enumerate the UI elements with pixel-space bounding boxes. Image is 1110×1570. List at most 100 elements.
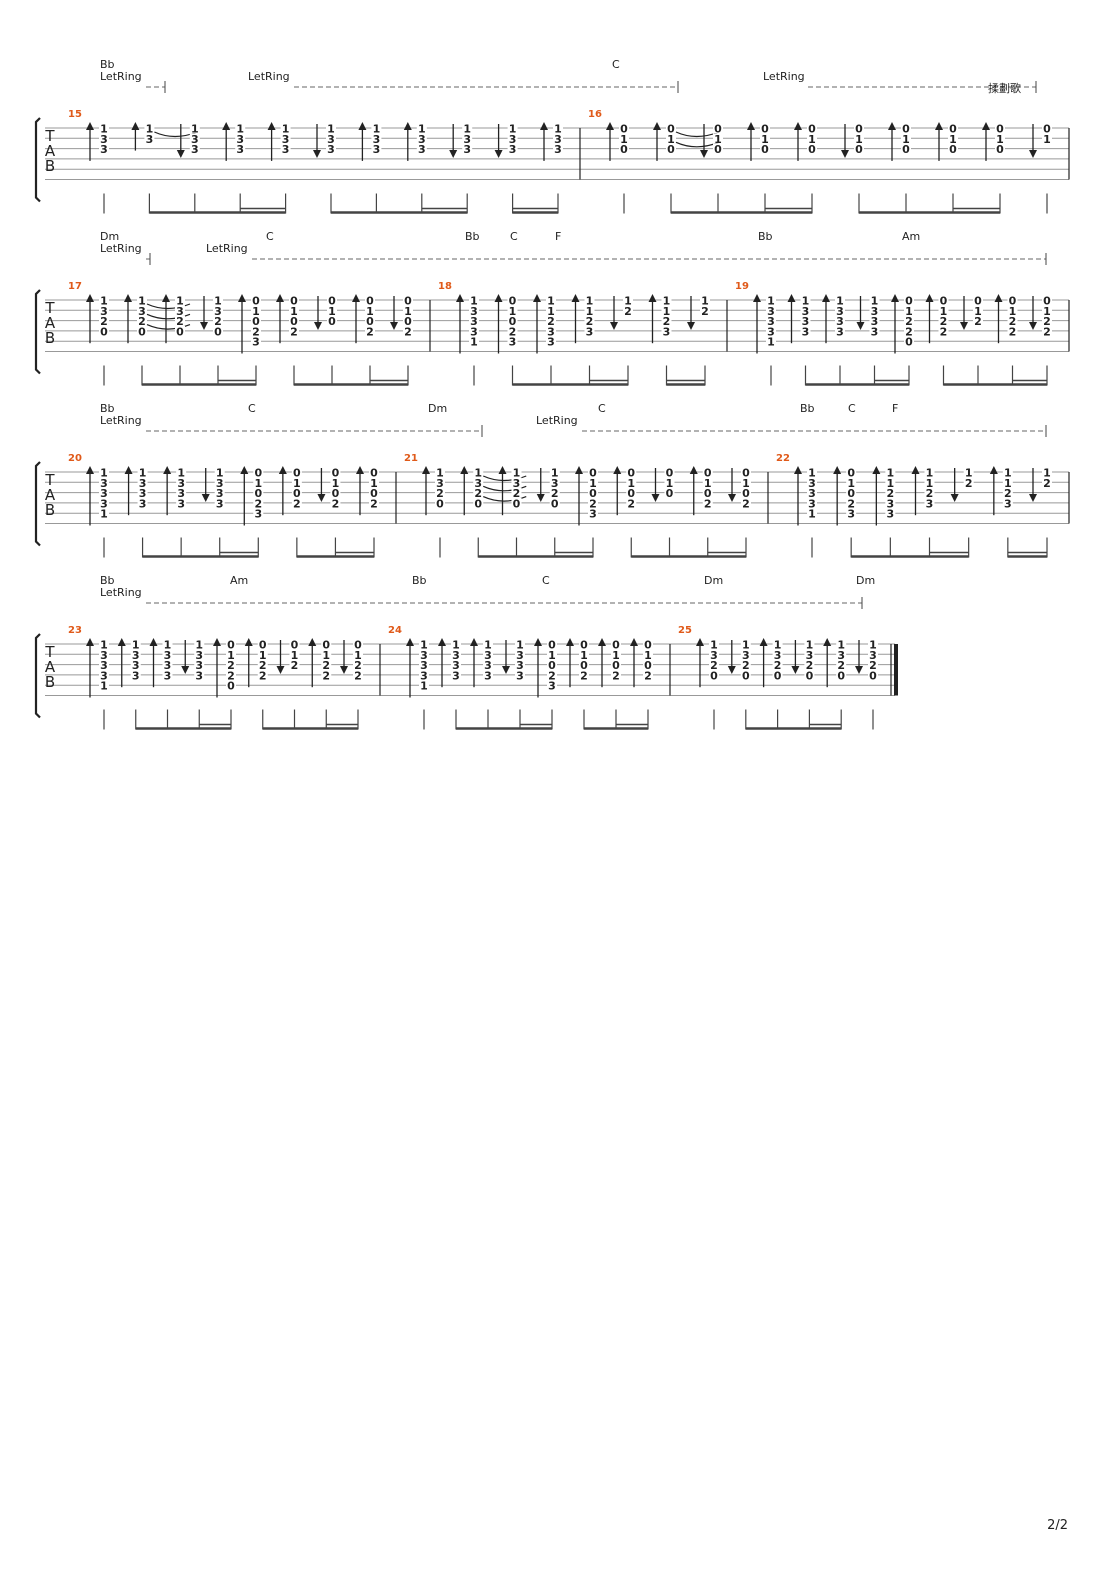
strum-up-arrow-head <box>470 638 478 646</box>
fret-bg <box>547 639 557 649</box>
fret-bg <box>948 133 958 144</box>
fret-number: 1 <box>742 639 750 652</box>
chord-name: Bb <box>412 574 427 587</box>
fret-bg <box>419 659 429 670</box>
fret-bg <box>189 133 200 144</box>
fret-number: 0 <box>252 295 260 308</box>
fret-number: 3 <box>195 669 203 682</box>
fret-bg <box>626 497 637 508</box>
fret-number: 3 <box>547 325 555 338</box>
fret-bg <box>948 123 958 133</box>
fret-bg <box>507 315 518 326</box>
fret-number: 2 <box>926 487 934 500</box>
fret-number: 1 <box>254 477 262 490</box>
fret-number: 3 <box>420 659 428 672</box>
fret-bg <box>766 305 776 316</box>
strum-up-arrow-head <box>406 638 414 646</box>
fret-bg <box>584 295 595 305</box>
fret-bg <box>321 639 332 649</box>
fret-bg <box>1002 467 1013 477</box>
fret-bg <box>235 143 246 154</box>
strum-up-arrow-head <box>648 294 657 302</box>
fret-number: 1 <box>252 305 260 318</box>
fret-number: 0 <box>620 123 628 136</box>
strum-up-arrow-head <box>240 466 249 474</box>
let-ring-label: LetRing <box>100 586 142 599</box>
fret-bg <box>1042 467 1052 477</box>
fret-number: 3 <box>774 649 782 662</box>
strum-up-arrow-head <box>606 122 614 130</box>
strum-down-arrow-head <box>855 666 863 674</box>
strum-up-arrow-head <box>653 122 661 130</box>
fret-bg <box>700 305 710 316</box>
chord-name: Am <box>902 230 920 243</box>
fret-bg <box>144 123 155 133</box>
fret-bg <box>661 295 672 305</box>
fret-bg <box>807 143 817 154</box>
fret-number: 1 <box>887 467 895 480</box>
fret-number: 1 <box>509 305 517 318</box>
fret-bg <box>741 497 751 508</box>
fret-number: 2 <box>742 659 750 672</box>
fret-bg <box>291 467 302 477</box>
fret-bg <box>176 497 187 508</box>
fret-bg <box>253 477 264 488</box>
fret-number: 2 <box>354 659 362 672</box>
chord-name: Bb <box>100 58 115 71</box>
fret-bg <box>353 669 363 680</box>
fret-number: 3 <box>513 477 521 490</box>
fret-bg <box>473 477 484 488</box>
fret-number: 3 <box>1004 497 1012 510</box>
fret-bg <box>176 477 187 488</box>
fret-number: 3 <box>484 669 492 682</box>
measure-number: 23 <box>68 625 82 636</box>
strum-up-arrow-head <box>86 466 94 474</box>
strum-up-arrow-head <box>566 638 574 646</box>
fret-bg <box>836 639 847 649</box>
fret-number: 2 <box>227 669 235 682</box>
fret-bg <box>369 477 379 488</box>
fret-number: 0 <box>254 467 262 480</box>
fret-number: 1 <box>322 649 330 662</box>
fret-number: 0 <box>627 487 635 500</box>
fret-bg <box>973 295 983 305</box>
fret-number: 0 <box>254 487 262 500</box>
fret-bg <box>1007 295 1018 305</box>
fret-number: 1 <box>589 477 597 490</box>
fret-bg <box>868 649 878 660</box>
fret-number: 2 <box>227 659 235 672</box>
fret-bg <box>760 123 770 133</box>
strum-up-arrow-head <box>422 466 430 474</box>
fret-bg <box>253 508 264 519</box>
fret-number: 0 <box>404 295 412 308</box>
fret-bg <box>885 467 896 477</box>
fret-bg <box>869 305 880 316</box>
fret-number: 3 <box>484 659 492 672</box>
fret-bg <box>1007 305 1018 316</box>
tab-clef-letter: T <box>44 471 55 489</box>
fret-number: 0 <box>949 123 957 136</box>
strum-up-arrow-head <box>494 294 503 302</box>
fret-bg <box>214 477 225 488</box>
fret-number: 0 <box>666 487 674 500</box>
fret-bg <box>924 467 935 477</box>
fret-number: 3 <box>551 477 559 490</box>
strum-down-arrow-head <box>700 150 708 158</box>
fret-number: 3 <box>452 649 460 662</box>
fret-number: 3 <box>869 649 877 662</box>
fret-number: 3 <box>100 659 108 672</box>
fret-number: 1 <box>452 639 460 652</box>
fret-number: 3 <box>100 133 108 146</box>
fret-bg <box>213 305 223 316</box>
fret-number: 0 <box>806 669 814 682</box>
fret-number: 3 <box>132 659 140 672</box>
chord-name: Bb <box>465 230 480 243</box>
strum-up-arrow-head <box>86 122 94 130</box>
fret-number: 3 <box>847 508 855 521</box>
fret-bg <box>885 487 896 498</box>
fret-number: 1 <box>974 305 982 318</box>
strum-up-arrow-head <box>278 466 287 474</box>
strum-down-arrow-head <box>317 494 326 502</box>
strum-down-arrow-head <box>841 150 849 158</box>
fret-bg <box>579 669 589 680</box>
